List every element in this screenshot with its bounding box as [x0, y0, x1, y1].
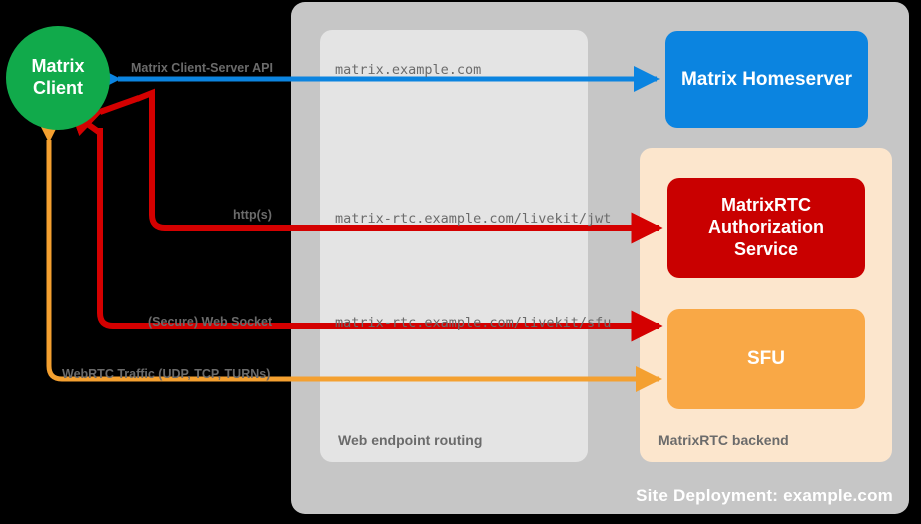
web-endpoint-routing-panel: Web endpoint routing: [320, 30, 588, 462]
auth-service-label-line3: Service: [733, 238, 799, 259]
node-matrix-client[interactable]: Matrix Client: [6, 26, 110, 130]
endpoint-livekit-sfu: matrix-rtc.example.com/livekit/sfu: [335, 315, 612, 331]
endpoint-livekit-jwt: matrix-rtc.example.com/livekit/jwt: [335, 211, 612, 227]
sfu-label: SFU: [747, 348, 785, 370]
auth-service-label-line1: MatrixRTC: [720, 195, 811, 216]
matrix-homeserver-label: Matrix Homeserver: [680, 68, 853, 90]
site-deployment-label: Site Deployment: example.com: [636, 486, 893, 505]
endpoint-matrix: matrix.example.com: [335, 62, 482, 78]
wire-label-https: http(s): [233, 208, 272, 222]
wire-label-web-socket: (Secure) Web Socket: [148, 315, 273, 329]
matrix-client-label-line2: Client: [32, 78, 83, 98]
matrixrtc-backend-label: MatrixRTC backend: [658, 432, 789, 448]
auth-service-label-line2: Authorization: [708, 217, 824, 238]
node-matrix-homeserver[interactable]: Matrix Homeserver: [665, 31, 868, 128]
matrix-client-label-line1: Matrix: [31, 56, 85, 77]
web-endpoint-routing-label: Web endpoint routing: [338, 432, 483, 448]
wire-label-webrtc-traffic: WebRTC Traffic (UDP, TCP, TURNs): [62, 367, 271, 381]
node-matrixrtc-authorization-service[interactable]: MatrixRTC Authorization Service: [667, 178, 865, 278]
node-sfu[interactable]: SFU: [667, 309, 865, 409]
wire-label-client-server-api: Matrix Client-Server API: [131, 61, 273, 75]
